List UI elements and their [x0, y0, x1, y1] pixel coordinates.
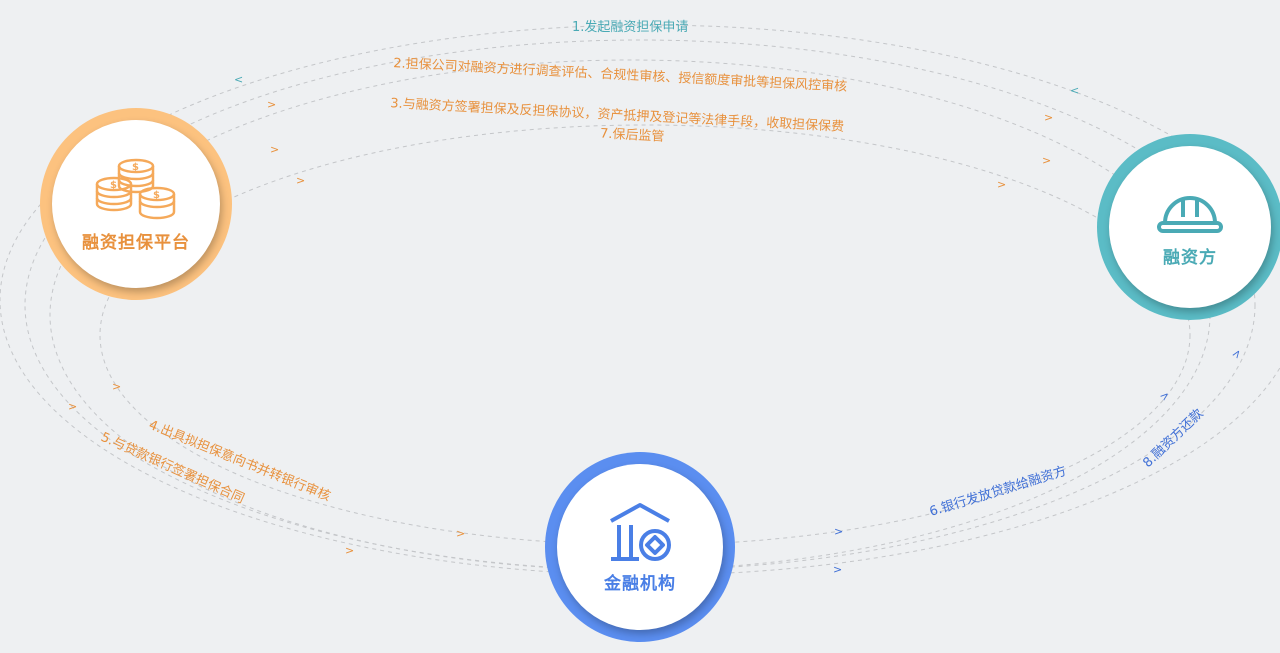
arrow-icon: > [68, 400, 77, 413]
step-label-7: 7.保后监管 [600, 126, 665, 144]
step-label-6: 6.银行发放贷款给融资方 [927, 463, 1068, 520]
flow-ellipse-inner [99, 124, 1191, 546]
arrow-icon: > [833, 563, 842, 576]
arrow-icon: > [1229, 346, 1245, 361]
node-financier: 融资方 [1097, 134, 1280, 320]
arrow-icon: < [1070, 84, 1079, 97]
arrow-icon: > [270, 143, 279, 156]
step-label-8: 8.融资方还款 [1140, 406, 1207, 471]
step-label-2: 2.担保公司对融资方进行调查评估、合规性审核、授信额度审批等担保风控审核 [393, 55, 848, 95]
arrow-icon: > [1044, 111, 1053, 124]
hard-hat-icon [1157, 195, 1223, 233]
svg-text:$: $ [132, 162, 139, 173]
arrow-icon: > [267, 98, 276, 111]
arrow-icon: > [112, 380, 121, 393]
bank-icon [610, 502, 671, 561]
arrow-icon: > [296, 174, 305, 187]
coins-icon: $ $ $ [95, 158, 176, 219]
arrow-icon: > [345, 544, 354, 557]
arrow-icon: > [456, 527, 465, 540]
flow-ellipse-2 [24, 39, 1256, 571]
node-financial-institution: 金融机构 [545, 452, 735, 642]
arrow-icon: > [834, 525, 843, 538]
arrow-icon: < [234, 73, 243, 86]
node-label: 融资方 [1163, 247, 1217, 268]
node-label: 融资担保平台 [82, 232, 190, 253]
step-label-1: 1.发起融资担保申请 [572, 19, 688, 35]
arrow-icon: > [997, 178, 1006, 191]
svg-text:$: $ [153, 190, 160, 201]
node-label: 金融机构 [604, 573, 676, 594]
svg-text:$: $ [110, 180, 117, 191]
arrow-icon: > [1042, 154, 1051, 167]
node-financing-guarantee-platform: $ $ $ 融资担保平台 [40, 108, 232, 300]
